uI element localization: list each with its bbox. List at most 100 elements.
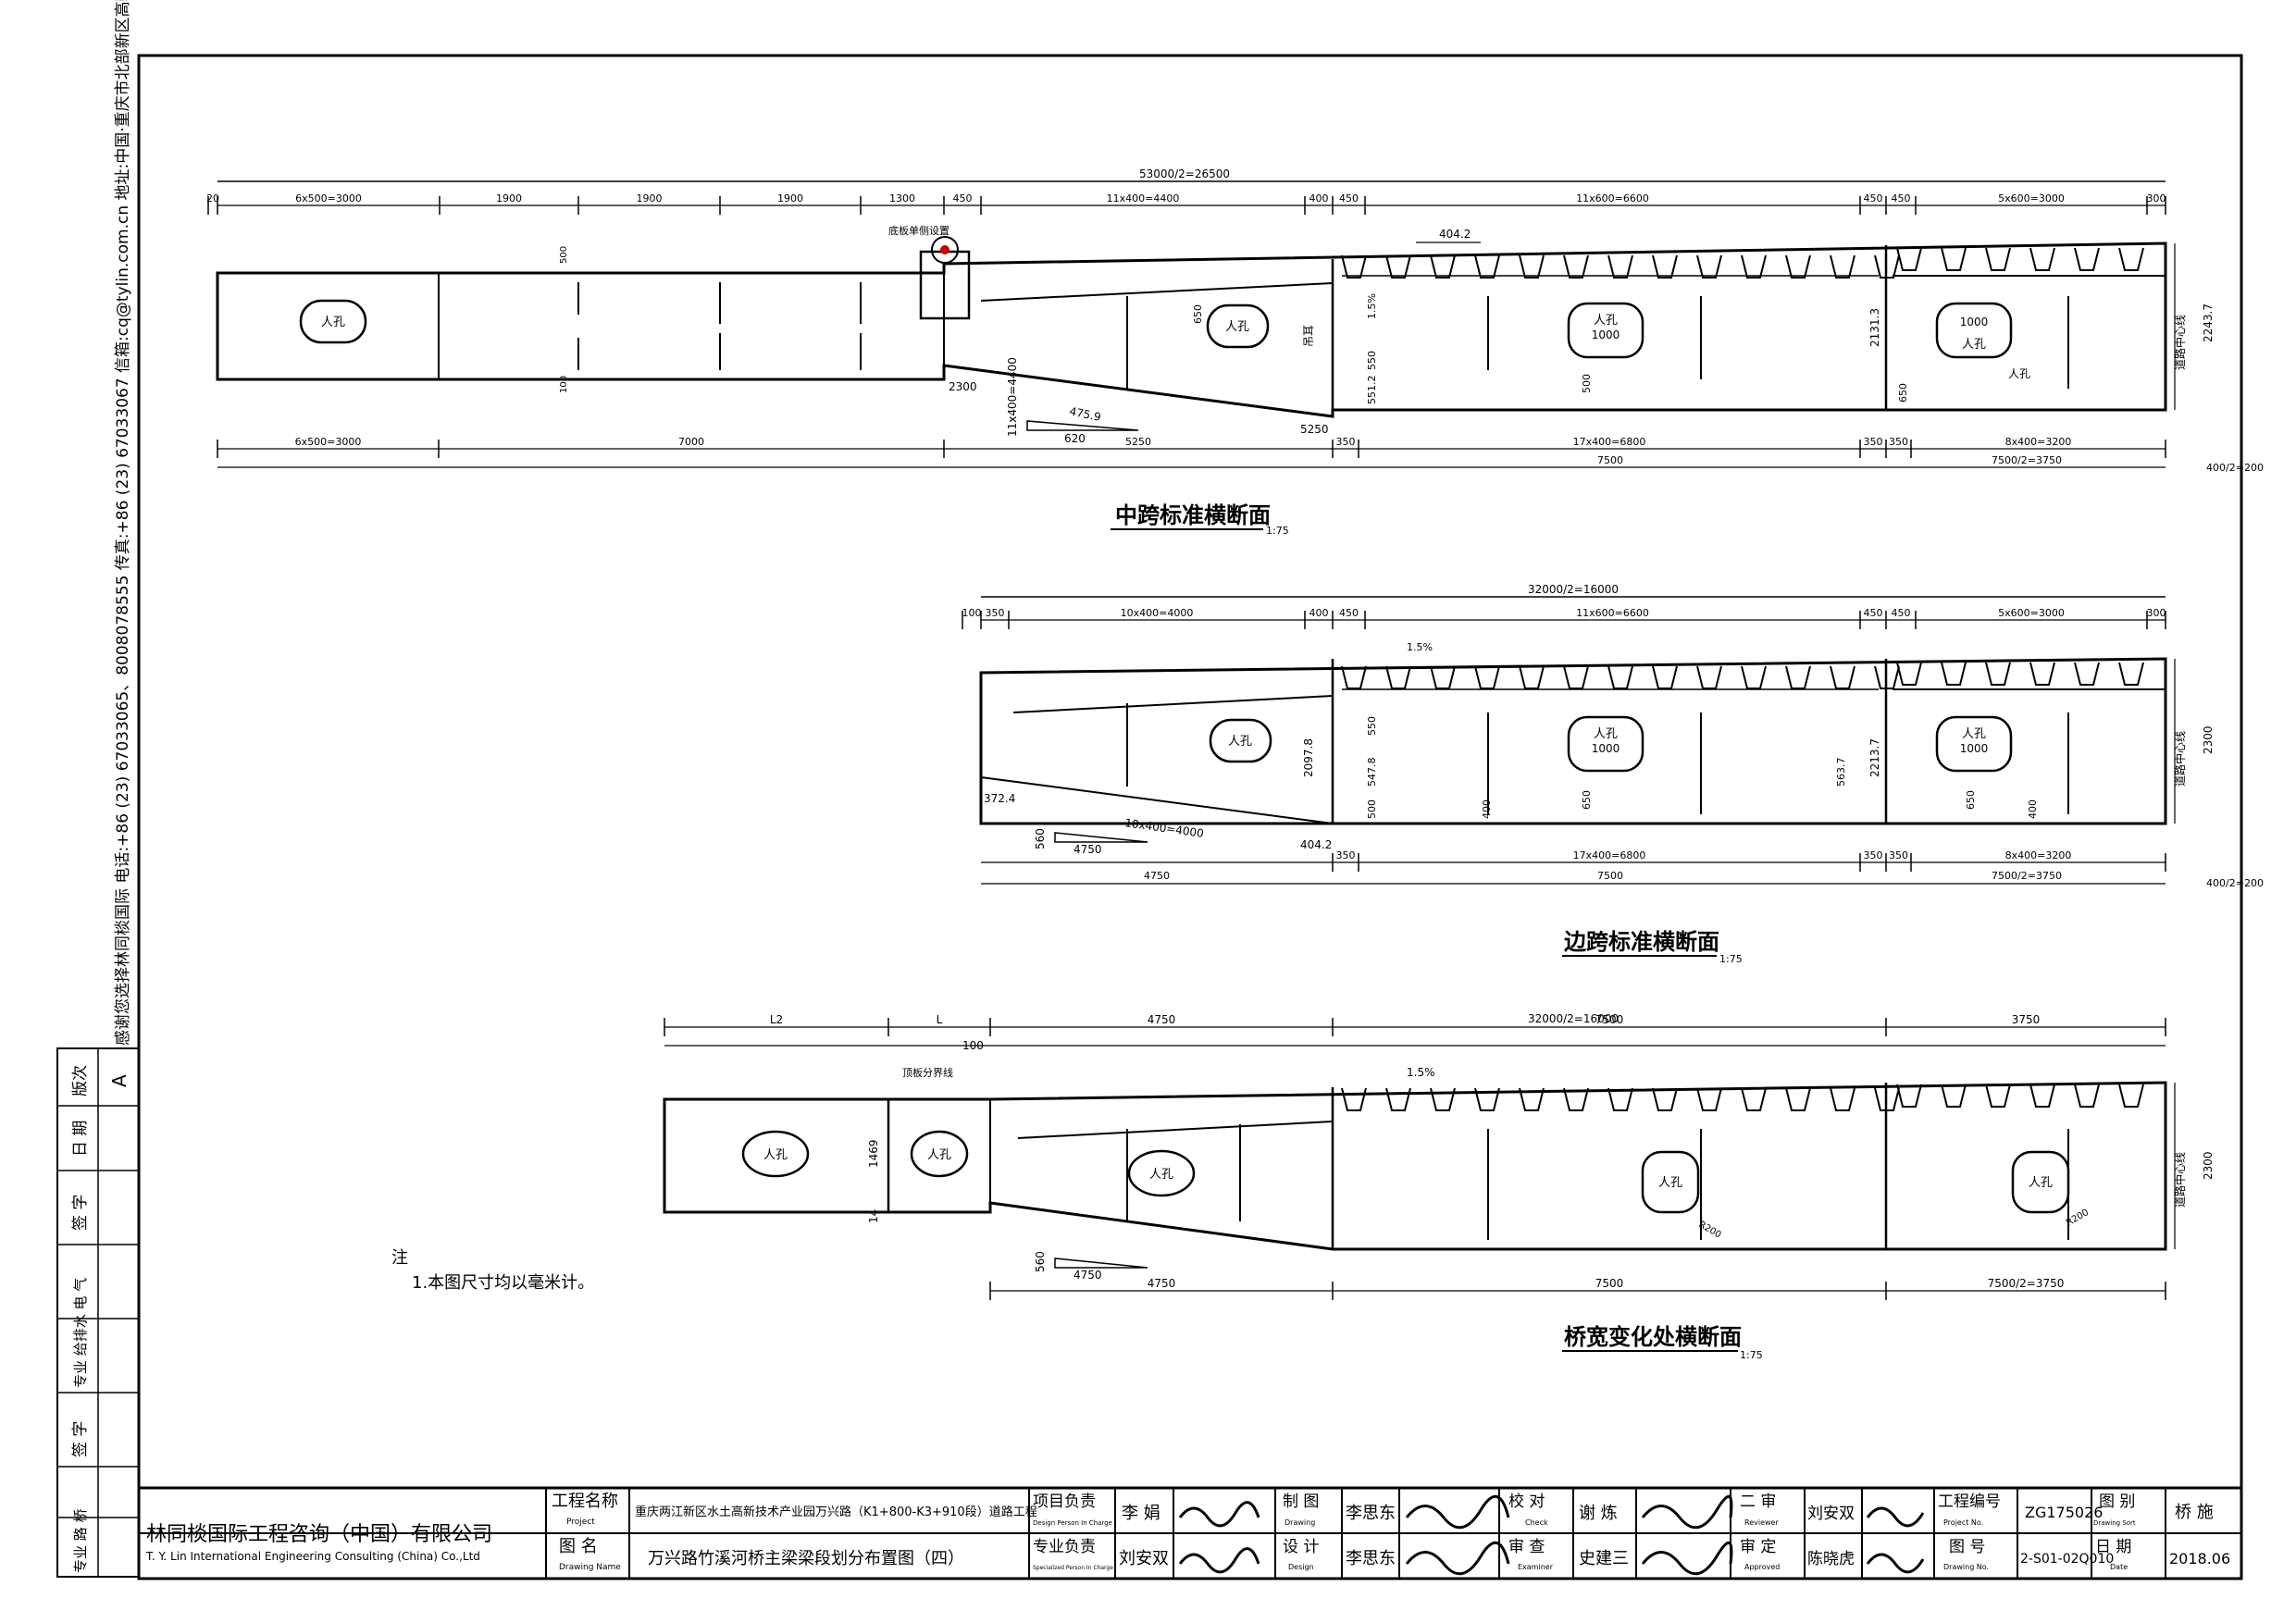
- design-label: 设 计: [1283, 1538, 1319, 1556]
- note-line-1: 1.本图尺寸均以毫米计。: [412, 1273, 594, 1293]
- dim-label: 450: [1892, 192, 1911, 204]
- u-rib: [1830, 1087, 1855, 1111]
- dim-label: 300: [2147, 192, 2166, 204]
- s2-manhole-3: 人孔: [1962, 727, 1986, 741]
- issue-date: 2018.06: [2169, 1550, 2230, 1567]
- u-rib: [1563, 1087, 1589, 1111]
- u-rib: [1785, 254, 1811, 279]
- s1-road-centerline: 道路中心线: [2173, 315, 2187, 370]
- s2-slope: 1.5%: [1407, 641, 1433, 653]
- dim-label: 7500/2=3750: [1992, 454, 2062, 466]
- dim-label: 7500: [1597, 870, 1623, 882]
- dim-label: 11x600=6600: [1576, 192, 1649, 204]
- u-rib: [1941, 662, 1967, 686]
- dim-label: 8x400=3200: [2005, 849, 2072, 861]
- dim-label: 450: [953, 192, 973, 204]
- u-rib: [1741, 1087, 1767, 1111]
- dim-label: 5x600=3000: [1998, 192, 2065, 204]
- u-rib: [1830, 254, 1855, 279]
- drawing-label-en: Drawing Name: [559, 1563, 621, 1572]
- review-label: 二 审: [1740, 1493, 1776, 1511]
- company-name-en: T. Y. Lin International Engineering Cons…: [145, 1550, 480, 1563]
- dim-label: 400/2=200: [2206, 877, 2264, 889]
- signature-strokes: [1178, 1494, 1925, 1576]
- review-label-en: Reviewer: [1744, 1518, 1779, 1527]
- dim-label: 400: [1309, 192, 1329, 204]
- date-label: 日 期: [71, 1121, 90, 1157]
- spec-label-en: Specialized Person In Charge: [1033, 1565, 1113, 1571]
- dwgno-label: 图 号: [1949, 1538, 1985, 1556]
- s1-note-bottom-plate: 人孔: [2008, 367, 2030, 380]
- project-label-en: Project: [566, 1518, 595, 1527]
- drawing-frame: [137, 54, 2243, 1580]
- dim-label: 8x400=3200: [2005, 436, 2072, 448]
- dim-label: 450: [1339, 607, 1359, 619]
- s1-height-2: 2131.3: [1868, 308, 1881, 347]
- s1-dim-550: 1.5%: [1366, 293, 1378, 319]
- u-rib: [1941, 1084, 1967, 1108]
- dim-label: L: [937, 1013, 943, 1026]
- s1-dim-500b: 650: [1192, 304, 1204, 324]
- date-label-tb-en: Date: [2110, 1563, 2128, 1571]
- u-rib: [1896, 247, 1922, 271]
- approve-label-en: Approved: [1744, 1563, 1780, 1571]
- sort-label: 图 别: [2099, 1493, 2135, 1511]
- check-label-en: Check: [1525, 1518, 1548, 1527]
- approve-name: 陈晓虎: [1807, 1550, 1855, 1568]
- dim-label: 11x400=4400: [1107, 192, 1180, 204]
- u-rib: [1607, 254, 1633, 279]
- exam-name: 史建三: [1579, 1549, 1629, 1568]
- u-rib: [1385, 254, 1411, 279]
- u-rib: [1341, 665, 1367, 689]
- exam-label-en: Examiner: [1518, 1563, 1554, 1571]
- s2-manhole-2-size: 1000: [1592, 742, 1620, 755]
- s1-dim-5250a: 620: [1064, 432, 1086, 445]
- company-name-cn: 林同棪国际工程咨询（中国）有限公司: [146, 1523, 492, 1546]
- s3-total-dim: 32000/2=16000: [1528, 1012, 1619, 1025]
- dim-label: 350: [1864, 849, 1883, 861]
- dim-label: 3750: [2012, 1013, 2041, 1026]
- pm-label-en: Design Person In Charge: [1033, 1519, 1112, 1527]
- s2-dim-550a: 550: [1366, 716, 1378, 736]
- check-name: 谢 炼: [1579, 1504, 1618, 1523]
- dim-label: 10x400=4000: [1121, 607, 1194, 619]
- u-rib: [1785, 665, 1811, 689]
- s2-dim-400b: 400: [2027, 799, 2039, 819]
- projno-label-en: Project No.: [1943, 1518, 1983, 1527]
- draw-label-en: Drawing: [1285, 1518, 1315, 1527]
- lifting-lug-marker: [940, 245, 949, 254]
- spec-row1: 专业 给排水 电 气: [72, 1278, 89, 1388]
- dim-label: 5250: [1125, 436, 1151, 448]
- u-rib: [2118, 662, 2144, 686]
- u-rib: [1430, 254, 1456, 279]
- spec-row2: 专业 路 桥: [72, 1508, 89, 1573]
- u-rib: [1741, 665, 1767, 689]
- dim-label: 5x600=3000: [1998, 607, 2065, 619]
- dim-label: 100: [962, 607, 982, 619]
- s2-dim-404: 404.2: [1300, 838, 1332, 851]
- s3-dim-560: 560: [1034, 1251, 1047, 1272]
- dim-label: 4750: [1148, 1013, 1176, 1026]
- u-rib: [1474, 665, 1500, 689]
- s2-road-centerline: 道路中心线: [2173, 731, 2187, 787]
- s1-manhole-2: 人孔: [1225, 320, 1249, 334]
- s2-dim-400a: 400: [1481, 799, 1493, 819]
- title-block: 林同棪国际工程咨询（中国）有限公司 T. Y. Lin Internationa…: [137, 1486, 2243, 1580]
- exam-label: 审 查: [1508, 1538, 1545, 1556]
- u-rib: [1474, 1087, 1500, 1111]
- s2-manhole-3-size: 1000: [1960, 742, 1989, 755]
- s3-dim-4750a: 4750: [1074, 1269, 1102, 1282]
- dim-label: 450: [1339, 192, 1359, 204]
- dim-label: 300: [2147, 607, 2166, 619]
- review-name: 刘安双: [1807, 1505, 1855, 1523]
- u-rib: [1341, 1087, 1367, 1111]
- dim-label: 7500/2=3750: [1992, 870, 2062, 882]
- s2-height-2: 2213.7: [1868, 738, 1881, 777]
- s1-dim-100a: 500: [559, 246, 569, 264]
- drawing-label: 图 名: [559, 1537, 598, 1556]
- u-rib: [1874, 665, 1900, 689]
- revision-table: 版次 A 日 期 签 字 专业 给排水 电 气 日 期 签 字 专业 路 桥: [56, 1047, 140, 1578]
- u-rib: [1563, 665, 1589, 689]
